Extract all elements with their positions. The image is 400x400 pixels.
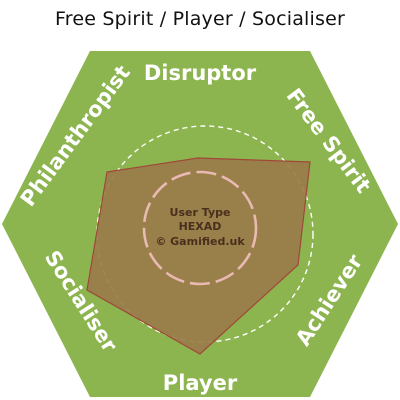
label-disruptor: Disruptor: [144, 61, 257, 85]
center-label-copyright: © Gamified.uk: [155, 235, 245, 248]
profile-shape: [86, 157, 311, 355]
center-label-user-type: User Type: [170, 206, 231, 219]
page-title: Free Spirit / Player / Socialiser: [55, 8, 345, 30]
inner-dashed-circle: [142, 170, 258, 286]
center-label-hexad: HEXAD: [179, 220, 222, 233]
outer-dashed-circle: [96, 125, 314, 343]
label-player: Player: [163, 371, 238, 395]
